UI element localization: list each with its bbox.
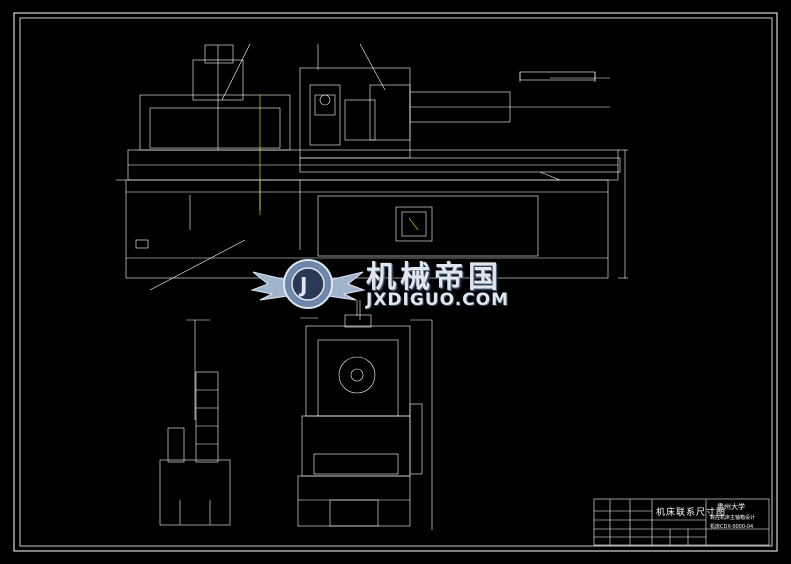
outer-border xyxy=(13,12,778,552)
svg-text:J: J xyxy=(298,273,307,297)
school-name: 贵州大学 xyxy=(717,503,745,511)
drawing-subtitle: 数控机床主轴箱设计 xyxy=(710,515,756,521)
gear-wings-logo-icon: J xyxy=(250,259,366,309)
watermark-text-en: JXDIGUO.COM xyxy=(366,290,510,310)
machine-front-view xyxy=(116,43,628,291)
watermark-text-cn: 机械帝国 xyxy=(366,260,502,295)
machine-side-view xyxy=(194,300,433,530)
watermark: J 机械帝国 JXDIGUO.COM xyxy=(248,250,548,320)
inner-border xyxy=(19,17,773,547)
left-detail-view xyxy=(159,319,231,526)
title-block-frame xyxy=(593,498,770,546)
drawing-title: 机床联系尺寸图 xyxy=(656,508,727,518)
drawing-number: 机床CDX-0000-04 xyxy=(710,524,754,530)
